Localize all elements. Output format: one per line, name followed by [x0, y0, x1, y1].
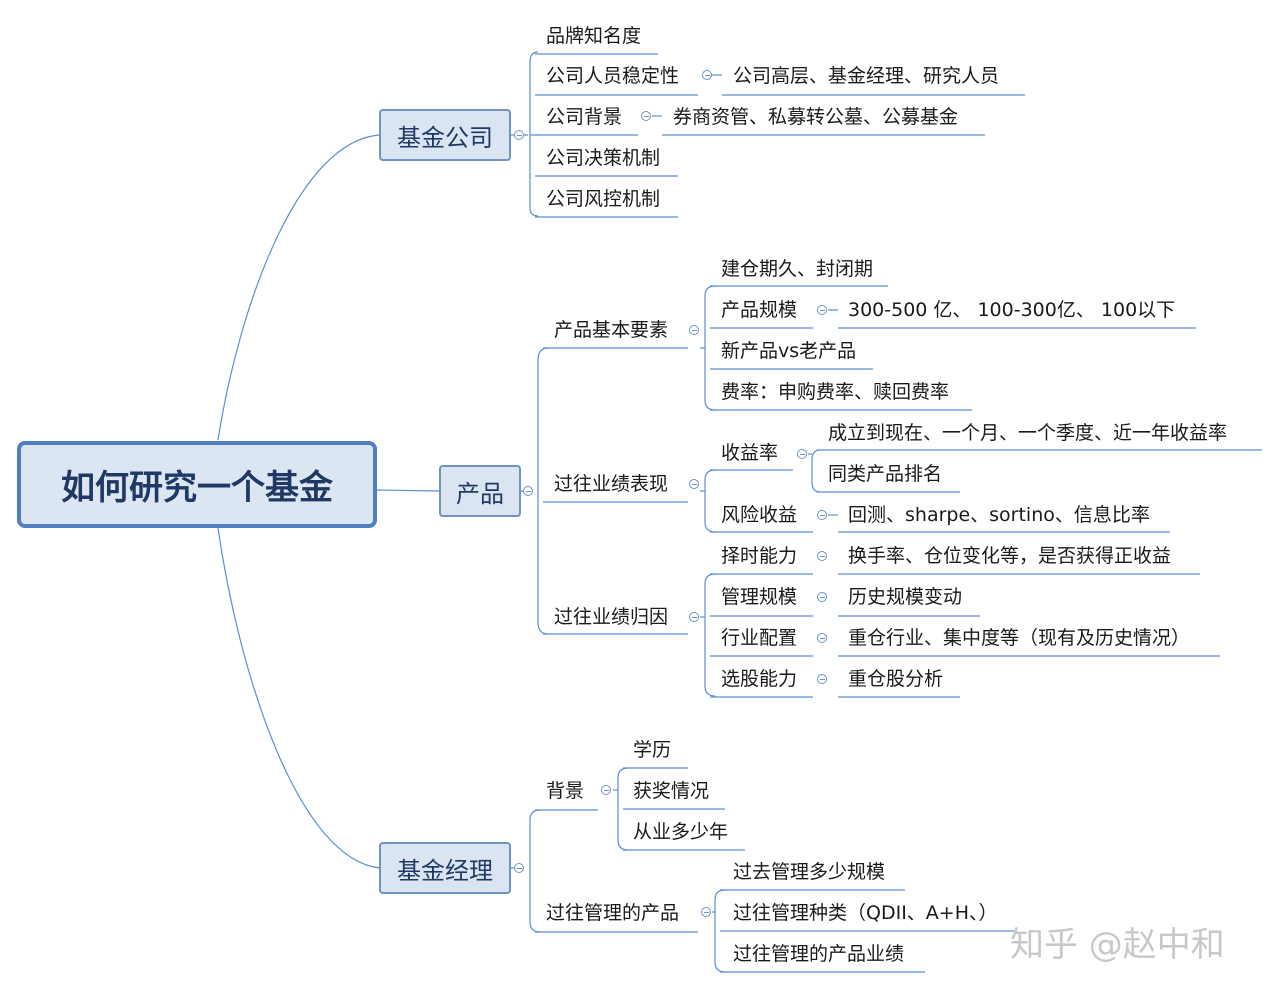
collapse-toggle-attribution[interactable] — [689, 612, 699, 622]
topic-risk-return[interactable]: 风险收益 — [721, 504, 798, 526]
topic-timing-ability[interactable]: 择时能力 — [721, 545, 798, 567]
topic-past-product-performance[interactable]: 过往管理的产品业绩 — [733, 943, 905, 965]
collapse-toggle-timing[interactable] — [817, 551, 827, 561]
collapse-toggle-mgr-products[interactable] — [701, 907, 711, 917]
connector-root-company — [217, 134, 381, 441]
topic-background-detail[interactable]: 券商资管、私募转公墓、公募基金 — [673, 106, 959, 128]
branch-product-label: 产品 — [456, 479, 504, 508]
collapse-toggle-scale[interactable] — [817, 305, 827, 315]
collapse-toggle-stock[interactable] — [817, 674, 827, 684]
branch-company[interactable]: 基金公司 — [379, 109, 511, 161]
topic-decision-mechanism[interactable]: 公司决策机制 — [546, 147, 661, 169]
topic-staff-stability[interactable]: 公司人员稳定性 — [546, 65, 680, 87]
topic-education[interactable]: 学历 — [633, 739, 672, 761]
collapse-toggle-return[interactable] — [797, 449, 807, 459]
topic-return-rate[interactable]: 收益率 — [721, 442, 779, 464]
branch-product[interactable]: 产品 — [439, 465, 521, 517]
collapse-toggle-product[interactable] — [523, 486, 533, 496]
collapse-toggle-mgr-background[interactable] — [601, 785, 611, 795]
topic-stock-picking[interactable]: 选股能力 — [721, 668, 798, 690]
topic-risk-mechanism[interactable]: 公司风控机制 — [546, 188, 661, 210]
topic-peer-ranking[interactable]: 同类产品排名 — [828, 463, 943, 485]
topic-management-scale[interactable]: 管理规模 — [721, 586, 798, 608]
topic-years-experience[interactable]: 从业多少年 — [633, 821, 729, 843]
topic-past-types[interactable]: 过往管理种类（QDII、A+H、） — [733, 902, 998, 924]
collapse-toggle-scale-mgmt[interactable] — [817, 592, 827, 602]
collapse-toggle-background[interactable] — [641, 111, 651, 121]
topic-company-background[interactable]: 公司背景 — [546, 106, 623, 128]
collapse-toggle-performance[interactable] — [689, 479, 699, 489]
root-topic[interactable]: 如何研究一个基金 — [17, 441, 377, 528]
topic-awards[interactable]: 获奖情况 — [633, 780, 710, 802]
collapse-toggle-industry[interactable] — [817, 633, 827, 643]
watermark: 知乎 @赵中和 — [1010, 925, 1225, 965]
topic-risk-detail[interactable]: 回测、sharpe、sortino、信息比率 — [848, 504, 1150, 526]
topic-manager-background[interactable]: 背景 — [546, 780, 585, 802]
topic-fee-rate[interactable]: 费率：申购费率、赎回费率 — [721, 381, 950, 403]
collapse-toggle-manager[interactable] — [514, 863, 524, 873]
topic-staff-detail[interactable]: 公司高层、基金经理、研究人员 — [733, 65, 1000, 87]
topic-build-period[interactable]: 建仓期久、封闭期 — [721, 258, 874, 280]
connector-root-manager — [217, 527, 381, 869]
collapse-toggle-staff[interactable] — [702, 70, 712, 80]
connector-root-product — [375, 489, 441, 492]
topic-scale-history[interactable]: 历史规模变动 — [848, 586, 963, 608]
topic-past-products[interactable]: 过往管理的产品 — [546, 902, 680, 924]
topic-brand[interactable]: 品牌知名度 — [546, 25, 642, 47]
topic-return-periods[interactable]: 成立到现在、一个月、一个季度、近一年收益率 — [828, 422, 1228, 444]
branch-company-label: 基金公司 — [397, 123, 493, 152]
collapse-toggle-company[interactable] — [514, 130, 524, 140]
collapse-toggle-risk[interactable] — [817, 510, 827, 520]
topic-holdings-analysis[interactable]: 重仓股分析 — [848, 668, 944, 690]
topic-industry-allocation[interactable]: 行业配置 — [721, 627, 798, 649]
branch-manager-label: 基金经理 — [397, 856, 493, 885]
topic-new-vs-old[interactable]: 新产品vs老产品 — [721, 340, 857, 362]
root-topic-label: 如何研究一个基金 — [61, 468, 333, 508]
branch-manager[interactable]: 基金经理 — [379, 842, 511, 894]
topic-product-basics[interactable]: 产品基本要素 — [554, 319, 669, 341]
topic-industry-detail[interactable]: 重仓行业、集中度等（现有及历史情况） — [848, 627, 1191, 649]
topic-scale-detail[interactable]: 300-500 亿、 100-300亿、 100以下 — [848, 299, 1176, 321]
topic-past-scale[interactable]: 过去管理多少规模 — [733, 861, 886, 883]
topic-timing-detail[interactable]: 换手率、仓位变化等，是否获得正收益 — [848, 545, 1172, 567]
topic-performance-attribution[interactable]: 过往业绩归因 — [554, 606, 669, 628]
topic-product-scale[interactable]: 产品规模 — [721, 299, 798, 321]
collapse-toggle-basics[interactable] — [689, 325, 699, 335]
topic-past-performance[interactable]: 过往业绩表现 — [554, 473, 669, 495]
